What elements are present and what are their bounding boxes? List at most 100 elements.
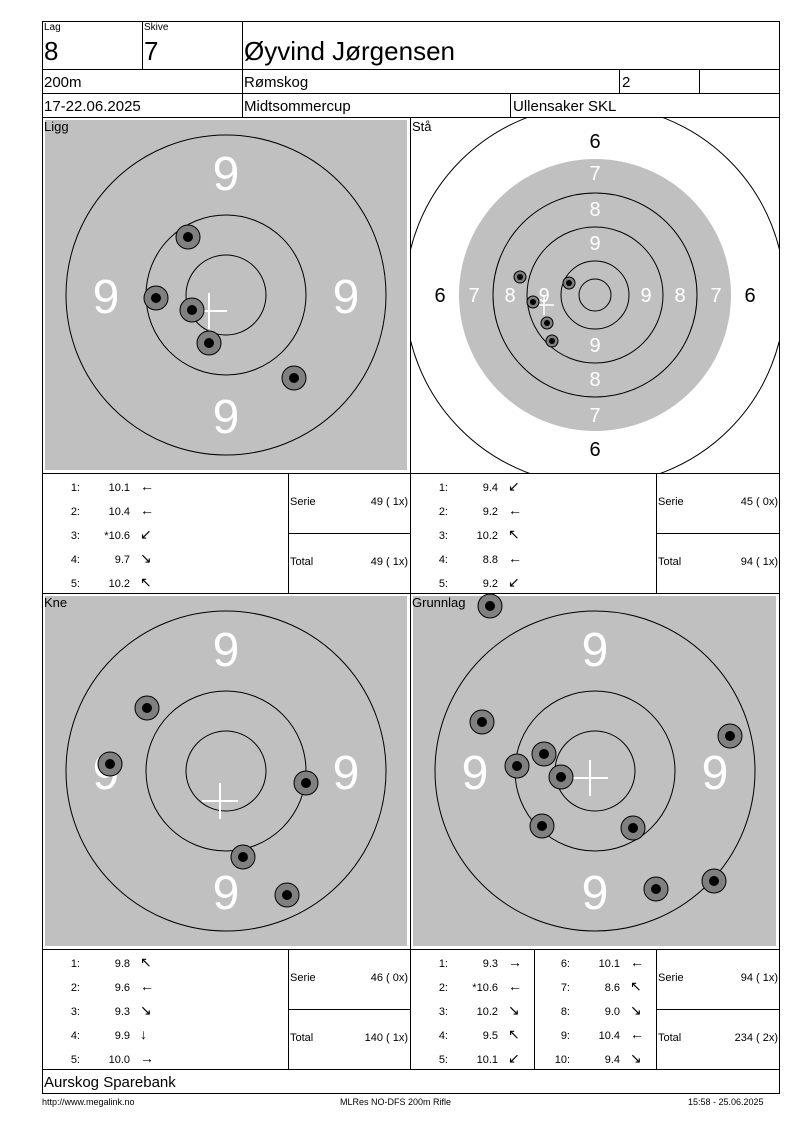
shot-value: 9.5	[482, 1030, 498, 1042]
shot-direction-arrow-icon: ↖	[508, 526, 520, 542]
ring-8-bottom: 8	[589, 369, 600, 391]
footer-program: MLRes NO-DFS 200m Rifle	[340, 1097, 452, 1107]
shot-number: 3:	[438, 1006, 448, 1018]
shooter-name: Øyvind Jørgensen	[244, 36, 455, 66]
total-value-grunnlag: 234 ( 2x)	[734, 1032, 778, 1044]
shot-row: 2:10.4←	[62, 502, 154, 518]
lag-label: Lag	[44, 22, 61, 33]
score-hline-sta	[656, 533, 780, 534]
place-number: 2	[622, 74, 631, 91]
shot	[179, 297, 205, 323]
lag-value: 8	[44, 36, 59, 66]
shot-number: 10:	[554, 1054, 570, 1066]
shot-row: 1:10.1←	[62, 478, 154, 494]
ring-number-top: 9	[213, 148, 240, 201]
serie-label-sta: Serie	[658, 496, 684, 508]
shot-number: 8:	[560, 1006, 570, 1018]
header-divider-1	[42, 69, 780, 70]
shot	[620, 815, 646, 841]
target-ligg-background	[45, 120, 407, 470]
shot-row: 1:9.4↙	[430, 478, 520, 495]
shot-number: 3:	[70, 530, 80, 542]
shot-direction-arrow-icon: ↘	[630, 1050, 642, 1066]
ring-9-bottom: 9	[589, 335, 600, 357]
shot-value: 9.7	[114, 554, 130, 566]
shot-value: 10.2	[476, 530, 498, 542]
event-name: Midtsommercup	[244, 98, 351, 115]
shot	[562, 276, 576, 290]
ring-number-bottom: 9	[582, 867, 609, 920]
ring-number-right: 9	[333, 271, 360, 324]
total-label-ligg: Total	[290, 556, 314, 568]
panel-label-ligg: Ligg	[44, 119, 69, 134]
shot-row: 3:10.2↖	[430, 526, 520, 543]
shot	[545, 334, 559, 348]
shot-direction-arrow-icon: ←	[140, 478, 154, 494]
shot-direction-arrow-icon: ↘	[140, 550, 152, 566]
shot-number: 1:	[70, 958, 80, 970]
panel-divider-bottom	[410, 593, 411, 1070]
shot	[529, 813, 555, 839]
shot-number: 5:	[70, 1054, 80, 1066]
ring	[434, 610, 756, 932]
panel-divider-top	[410, 117, 411, 594]
ring-number-top: 9	[582, 624, 609, 677]
distance: 200m	[44, 74, 82, 91]
shot	[175, 224, 201, 250]
target-kne: 9 9 9 9	[45, 596, 407, 946]
score-hline-ligg	[288, 533, 410, 534]
shot	[504, 753, 530, 779]
shot-value: 10.1	[476, 1054, 498, 1066]
shot-direction-arrow-icon: ↖	[630, 978, 642, 994]
shot-direction-arrow-icon: ↙	[508, 574, 520, 590]
ring-number-bottom: 9	[213, 867, 240, 920]
score-divider-top	[42, 473, 780, 474]
shot-row: 2:9.2←	[430, 502, 522, 518]
shot-value: 10.0	[108, 1054, 130, 1066]
ring-9-top: 9	[589, 233, 600, 255]
total-value-sta: 94 ( 1x)	[740, 556, 778, 568]
shot-direction-arrow-icon: ←	[508, 550, 522, 566]
total-value-kne: 140 ( 1x)	[364, 1032, 408, 1044]
footer-url[interactable]: http://www.megalink.no	[42, 1097, 135, 1107]
shot-row: 3:10.2↘	[430, 1002, 520, 1019]
ring-number-right: 9	[702, 747, 729, 800]
shot-value: 9.2	[482, 506, 498, 518]
shot-value: 9.4	[482, 482, 498, 494]
shot	[196, 330, 222, 356]
ring-number-left: 9	[93, 271, 120, 324]
ring-8-left: 8	[504, 285, 515, 307]
shot	[717, 723, 743, 749]
shot-row: 9:10.4←	[552, 1026, 644, 1042]
shot-number: 9:	[560, 1030, 570, 1042]
club-name: Ullensaker SKL	[513, 98, 617, 115]
ring	[492, 192, 698, 398]
header-vline-1	[142, 21, 143, 69]
shot-value: 10.1	[598, 958, 620, 970]
shot-value: 10.1	[108, 482, 130, 494]
shot	[531, 741, 557, 767]
ring-9-right: 9	[640, 285, 651, 307]
black-zone	[459, 159, 731, 431]
ring	[65, 610, 387, 932]
ring	[578, 278, 612, 312]
shot	[526, 295, 540, 309]
group-center-cross	[202, 783, 238, 819]
shot-value: 10.2	[476, 1006, 498, 1018]
shot-row: 6:10.1←	[552, 954, 644, 970]
panel-label-grunnlag: Grunnlag	[412, 595, 466, 610]
shot-direction-arrow-icon: ↙	[140, 526, 152, 542]
total-label-grunnlag: Total	[658, 1032, 682, 1044]
ring-number-top: 9	[213, 624, 240, 677]
shot-direction-arrow-icon: ↓	[140, 1026, 147, 1042]
shot-direction-arrow-icon: ↘	[140, 1002, 152, 1018]
shot-number: 5:	[438, 578, 448, 590]
shot-row: 5:10.2↖	[62, 574, 152, 591]
serie-value-kne: 46 ( 0x)	[370, 972, 408, 984]
ring	[185, 254, 267, 336]
panel-label-kne: Kne	[44, 595, 68, 610]
shot	[469, 709, 495, 735]
shot-direction-arrow-icon: →	[140, 1050, 154, 1066]
shot-number: 3:	[70, 1006, 80, 1018]
shot-value: 8.8	[482, 554, 498, 566]
